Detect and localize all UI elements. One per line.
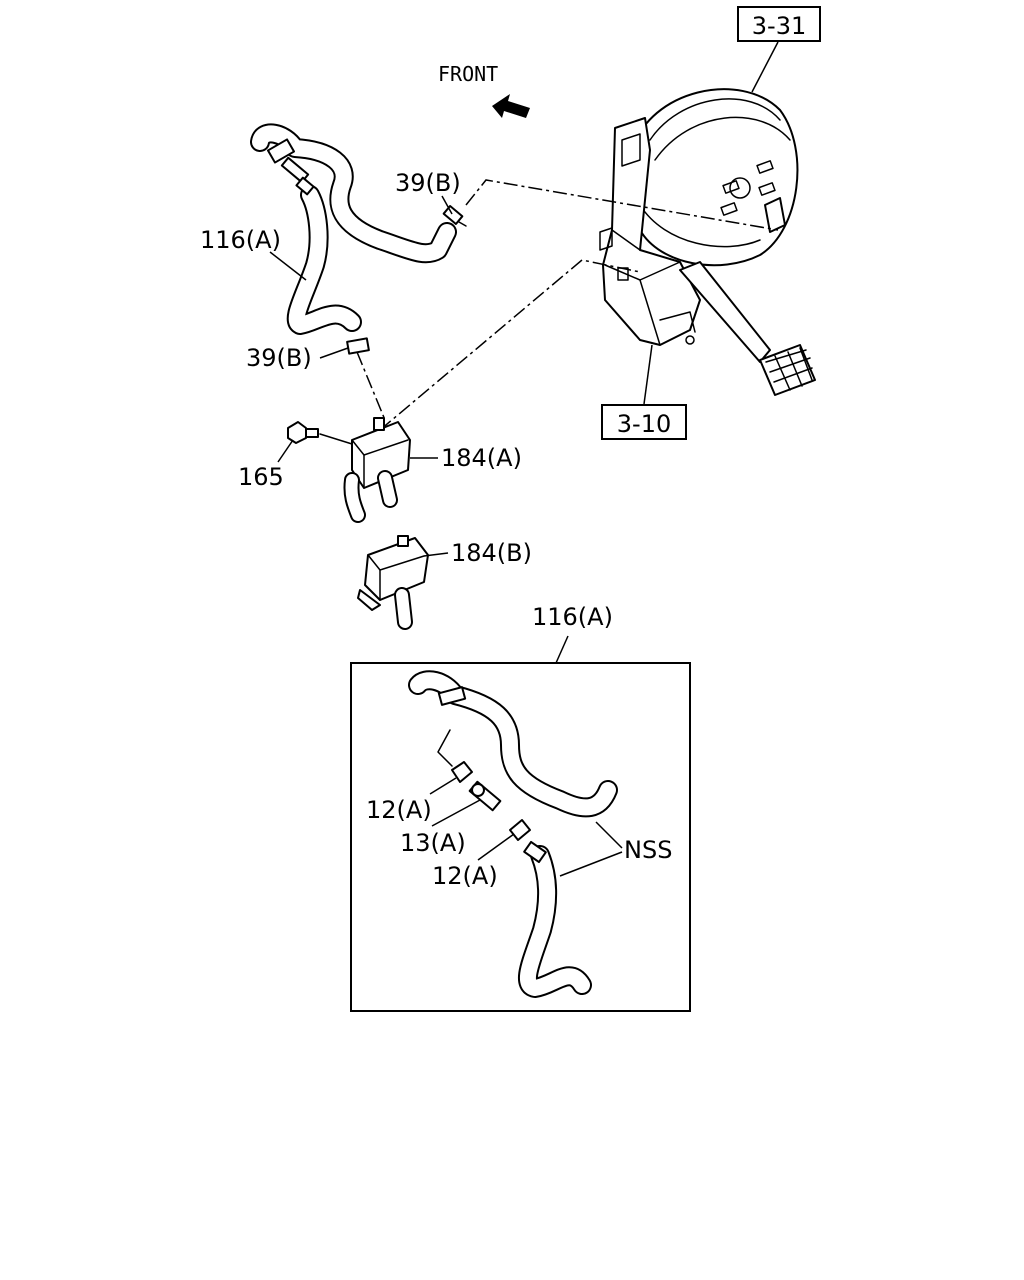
ref-box-booster (737, 6, 821, 42)
ref-pedal-label: 3-10 (617, 410, 671, 438)
clamp-upper (451, 761, 473, 783)
connector (468, 780, 502, 812)
bracket-b (357, 535, 429, 630)
clip-upper (442, 205, 467, 227)
clamp-lower-label: 12(A) (432, 862, 498, 890)
front-arrow-icon (492, 94, 530, 118)
ref-box-pedal (601, 404, 687, 440)
hose-upper (250, 123, 457, 335)
front-label: FRONT (438, 62, 498, 86)
pedal-bracket (599, 117, 816, 396)
clip-mid (346, 337, 370, 355)
clamp-lower (509, 819, 531, 841)
ref-booster-label: 3-31 (752, 12, 806, 40)
bracket-a-label: 184(A) (441, 444, 522, 472)
nss-label: NSS (624, 836, 672, 864)
hose-detail-label: 116(A) (532, 603, 613, 631)
hose-upper-label: 116(A) (200, 226, 281, 254)
brake-booster (625, 88, 799, 267)
bolt-label: 165 (238, 463, 284, 491)
clip-upper-label: 39(B) (395, 169, 461, 197)
clamp-upper-label: 12(A) (366, 796, 432, 824)
clip-mid-label: 39(B) (246, 344, 312, 372)
hose-detail (408, 670, 618, 998)
bracket-a (343, 417, 411, 523)
bracket-b-label: 184(B) (451, 539, 532, 567)
connector-label: 13(A) (400, 829, 466, 857)
bolt (287, 421, 319, 444)
